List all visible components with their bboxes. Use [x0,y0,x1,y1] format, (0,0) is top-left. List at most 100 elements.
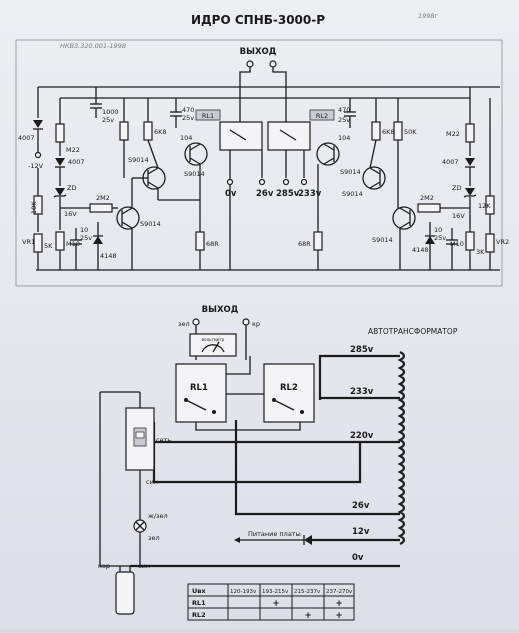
tap-label-26v: 26v [256,189,274,199]
bottom-relay-rl1 [175,363,227,423]
tap-label-233v: 233v [298,189,322,199]
tap-12v: 12v [352,527,370,537]
svg-text:S9014: S9014 [184,170,205,178]
diode-12v [304,535,312,545]
transistor-s9014-right-lower [392,206,416,230]
svg-text:10: 10 [434,226,442,234]
transistor-s9014-right-mid [362,166,386,190]
svg-text:кор: кор [98,562,110,570]
diode-4007-left-upper [33,120,43,128]
svg-text:68R: 68R [206,240,219,248]
tap-233v: 233v [350,387,374,397]
diode-4148-right [425,236,435,244]
table-cell: + [272,599,279,609]
resistor-m22-right [465,123,475,143]
svg-text:S9014: S9014 [342,190,363,198]
resistor-68r-right [313,231,323,251]
svg-text:25v: 25v [80,234,92,242]
svg-text:12K: 12K [478,202,491,210]
svg-text:25v: 25v [338,116,350,124]
top-output-terminal-left [246,60,254,68]
resistor-6k8-left [143,121,153,141]
bottom-output-terminal-right [242,318,250,326]
svg-text:25v: 25v [182,114,194,122]
svg-text:10K: 10K [30,201,38,214]
transistor-s9014-left-lower [116,206,140,230]
bottom-relay-rl2 [263,363,315,423]
svg-text:син: син [146,478,158,486]
table-cell: + [335,611,342,621]
diagram-title: ИДРО СПНБ-3000-Р [191,13,325,27]
svg-text:470: 470 [182,106,194,114]
trimmer-vr1 [33,233,43,253]
resistor-2m2-left [89,203,113,213]
handwritten-year: 1998г [418,12,439,20]
resistor-68r-left [195,231,205,251]
wire-out-left [239,67,251,126]
minus12-label: -12V [28,162,44,170]
top-output-terminal-right [269,60,277,68]
svg-text:син: син [138,562,150,570]
table-header-col3: 215-237v [294,589,321,595]
svg-text:25v: 25v [102,116,114,124]
table-header-col4: 237-270v [326,589,353,595]
svg-text:1000: 1000 [102,108,119,116]
trimmer-vr2 [485,233,495,253]
resistor-2m2-right [417,203,441,213]
relay-truth-table: Uвх 120-193v 193-215v 215-237v 237-270v … [187,583,355,621]
svg-text:S9014: S9014 [340,168,361,176]
relay-rl2-coil [309,109,335,121]
svg-text:4007: 4007 [18,134,35,142]
transistor-s9014-right-upper [316,142,340,166]
diode-4007-right [465,158,475,166]
table-header-col2: 193-215v [262,589,289,595]
mains-plug [115,571,135,615]
svg-text:2M2: 2M2 [96,194,110,202]
svg-text:4007: 4007 [68,158,85,166]
svg-text:4148: 4148 [412,246,429,254]
wire-sin [152,422,362,484]
bottom-output-label: ВЫХОД [202,305,239,315]
relay-rl1-contacts [219,121,263,151]
svg-text:4007: 4007 [442,158,459,166]
tap-wire-285v [318,354,400,400]
svg-text:RL2: RL2 [280,383,298,393]
tap-0v: 0v [352,553,364,563]
minus12-terminal [34,151,42,159]
table-header-uin: Uвх [192,587,206,595]
svg-text:104: 104 [180,134,192,142]
svg-text:VR2: VR2 [496,238,509,246]
resistor-m10-left [55,231,65,251]
svg-text:16V: 16V [64,210,77,218]
tap-wire-26v [234,420,400,516]
top-output-label: ВЫХОД [240,47,277,57]
table-cell: + [304,611,311,621]
svg-text:M22: M22 [446,130,460,138]
table-cell: + [335,599,342,609]
svg-text:сеть: сеть [156,436,171,444]
svg-text:3K: 3K [476,248,485,256]
bottom-output-terminal-left [192,318,200,326]
resistor-m22-left [55,123,65,143]
autotransformer-coil [397,351,406,545]
svg-text:ZD: ZD [67,184,76,192]
svg-text:25v: 25v [434,234,446,242]
svg-text:ж/зел: ж/зел [148,512,168,520]
svg-text:2M2: 2M2 [420,194,434,202]
transistor-s9014-left-upper [184,142,208,166]
resistor-50k-right [393,121,403,141]
handwritten-doc-number: НКВЗ.320.001-1998 [60,42,126,50]
svg-text:VR1: VR1 [22,238,35,246]
tap-220v: 220v [350,431,374,441]
svg-text:470: 470 [338,106,350,114]
relay-rl2-label: RL2 [316,112,328,120]
svg-text:вольтметр: вольтметр [202,337,225,342]
svg-text:4148: 4148 [100,252,117,260]
svg-text:68R: 68R [298,240,311,248]
resistor-6k8-right [371,121,381,141]
diode-4007-left-lower [55,158,65,166]
autotransformer-label: АВТОТРАНСФОРМАТОР [368,327,458,336]
table-row-rl1-label: RL1 [192,599,206,607]
svg-text:50K: 50K [404,128,417,136]
